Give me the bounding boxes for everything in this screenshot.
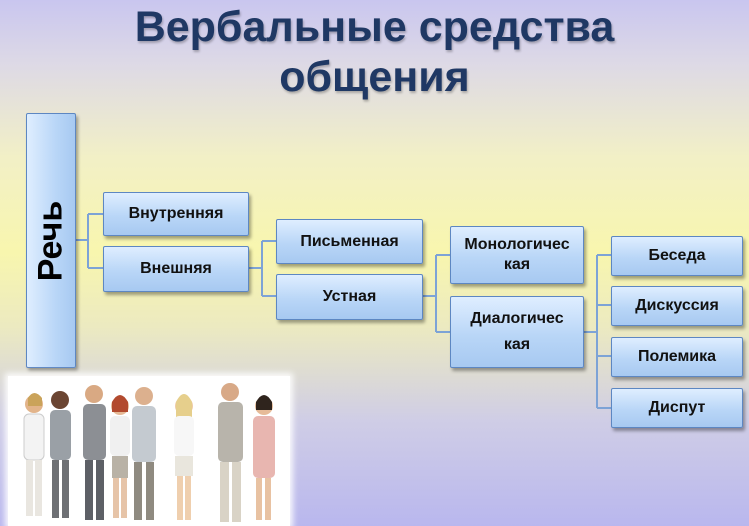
node-beseda: Беседа [611,236,743,276]
node-monologicheskaya: Монологичес кая [450,226,584,284]
person-figure-6 [174,394,194,520]
node-polemika-label: Полемика [637,348,717,365]
person-figure-8 [253,395,275,520]
node-vneshnyaya: Внешняя [103,246,249,292]
node-ustnaya: Устная [276,274,423,320]
person-figure-3 [83,385,106,520]
node-vnutrennyaya-label: Внутренняя [128,205,224,222]
root-node-rech: Речь [26,113,76,368]
people-group-photo [8,376,290,526]
title-line-1: Вербальные средства [134,3,615,51]
node-dialogicheskaya: Диалогичес кая [450,296,584,368]
node-pismennaya: Письменная [276,219,423,264]
person-figure-4 [110,395,130,518]
people-group-illustration [8,376,290,526]
node-monolog-line-2: кая [503,256,531,273]
node-pismennaya-label: Письменная [300,232,399,250]
node-vnutrennyaya: Внутренняя [103,192,249,236]
person-figure-2 [50,391,71,518]
node-monolog-line-1: Монологичес [464,236,570,253]
page-title: Вербальные средства общения [0,2,749,102]
node-disput-label: Диспут [648,399,706,416]
node-diskussiya-label: Дискуссия [635,297,719,314]
node-dialog-line-2: кая [503,336,531,353]
node-disput: Диспут [611,388,743,428]
person-figure-5 [132,387,156,520]
node-dialog-line-1: Диалогичес [470,310,564,327]
node-vneshnyaya-label: Внешняя [140,260,212,277]
person-figure-1 [23,393,45,516]
node-beseda-label: Беседа [648,247,706,264]
person-figure-7 [218,383,243,522]
root-node-label: Речь [31,200,70,281]
title-line-2: общения [279,53,470,101]
node-diskussiya: Дискуссия [611,286,743,326]
node-polemika: Полемика [611,337,743,377]
node-ustnaya-label: Устная [322,288,377,305]
